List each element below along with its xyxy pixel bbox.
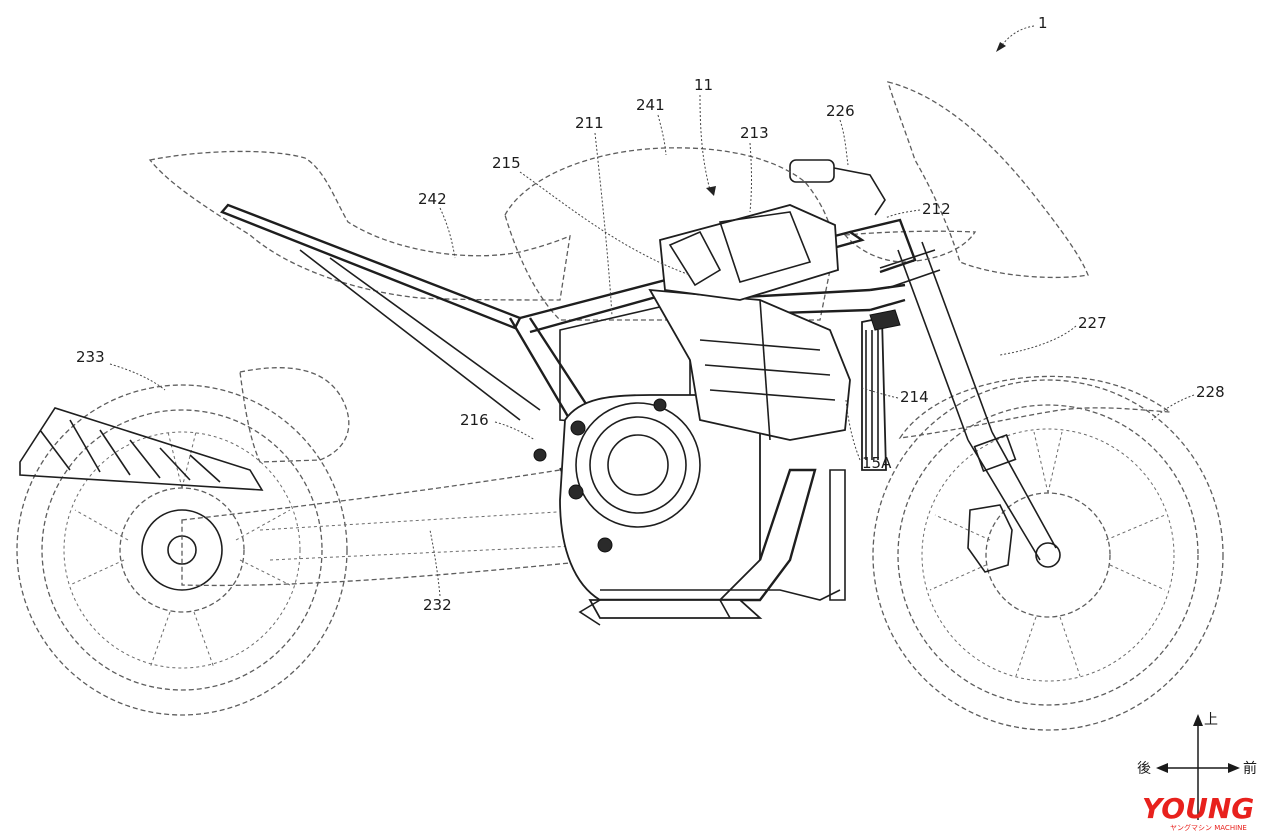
label-handlebar: 226 bbox=[826, 102, 855, 120]
compass-up-label: 上 bbox=[1204, 712, 1218, 728]
label-frame-216: 216 bbox=[460, 411, 489, 429]
label-seat: 242 bbox=[418, 190, 447, 208]
rear-cowl bbox=[240, 368, 349, 462]
label-radiator: 15A bbox=[862, 454, 892, 472]
label-frame-head: 212 bbox=[922, 200, 951, 218]
label-swingarm: 232 bbox=[423, 596, 452, 614]
label-frame-213: 213 bbox=[740, 124, 769, 142]
label-front-wheel: 228 bbox=[1196, 383, 1225, 401]
rear-carrier bbox=[20, 408, 262, 490]
swingarm bbox=[182, 468, 600, 585]
label-motorcycle: 1 bbox=[1038, 14, 1048, 32]
front-cowl bbox=[888, 82, 1088, 277]
compass-front-label: 前 bbox=[1243, 760, 1257, 777]
label-frame-main: 211 bbox=[575, 114, 604, 132]
label-frame-214: 214 bbox=[900, 388, 929, 406]
label-front-fender: 227 bbox=[1078, 314, 1107, 332]
logo-brand-text: YOUNG bbox=[1142, 792, 1254, 825]
radiator bbox=[862, 310, 900, 470]
label-frame-215: 215 bbox=[492, 154, 521, 172]
label-fuel-tank: 241 bbox=[636, 96, 665, 114]
front-wheel bbox=[873, 380, 1223, 730]
logo-sub-text: ヤングマシン MACHINE bbox=[1170, 823, 1247, 832]
rear-wheel bbox=[17, 385, 347, 715]
handlebar bbox=[790, 160, 885, 215]
young-machine-logo: YOUNG ヤングマシン MACHINE bbox=[1142, 792, 1254, 832]
engine bbox=[534, 205, 850, 625]
compass-rear-label: 後 bbox=[1137, 761, 1151, 777]
label-engine-assembly: 11 bbox=[694, 76, 713, 94]
seat bbox=[150, 151, 570, 300]
label-rear-wheel: 233 bbox=[76, 348, 105, 366]
